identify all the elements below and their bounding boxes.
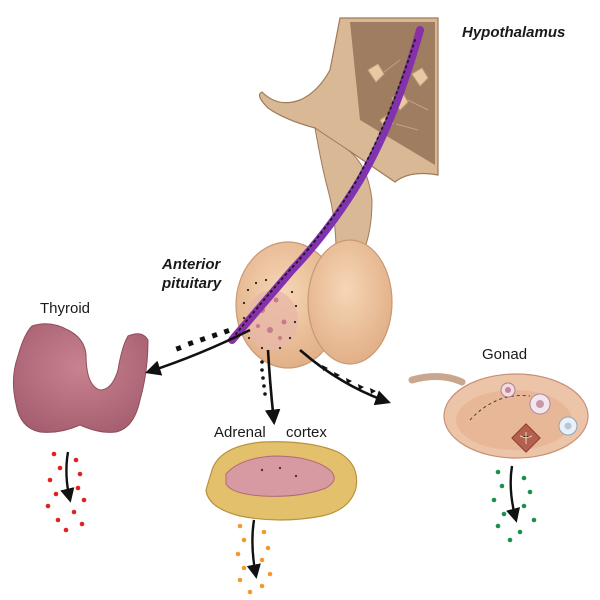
gonad-ovary <box>408 373 589 459</box>
label-cortex: cortex <box>286 424 327 441</box>
adrenal-cortex-gland <box>205 441 358 521</box>
label-anterior-pituitary-line2: pituitary <box>162 275 222 292</box>
label-hypothalamus: Hypothalamus <box>462 24 566 41</box>
thyroid-gland <box>12 323 149 433</box>
label-anterior-pituitary-line1: Anterior <box>162 256 221 273</box>
arrow-to-adrenal <box>260 349 281 426</box>
thyroid-hormone-dots <box>45 451 87 533</box>
arrow-to-gonad <box>299 349 391 406</box>
label-thyroid: Thyroid <box>40 300 91 317</box>
gonad-hormone-dots <box>491 465 537 543</box>
portal-vessel <box>228 26 424 344</box>
adrenal-hormone-dots <box>235 519 273 595</box>
anterior-pituitary-gland <box>235 239 393 369</box>
label-adrenal: Adrenal <box>214 424 266 441</box>
label-gonad: Gonad <box>482 346 528 363</box>
arrow-to-thyroid <box>145 328 251 376</box>
